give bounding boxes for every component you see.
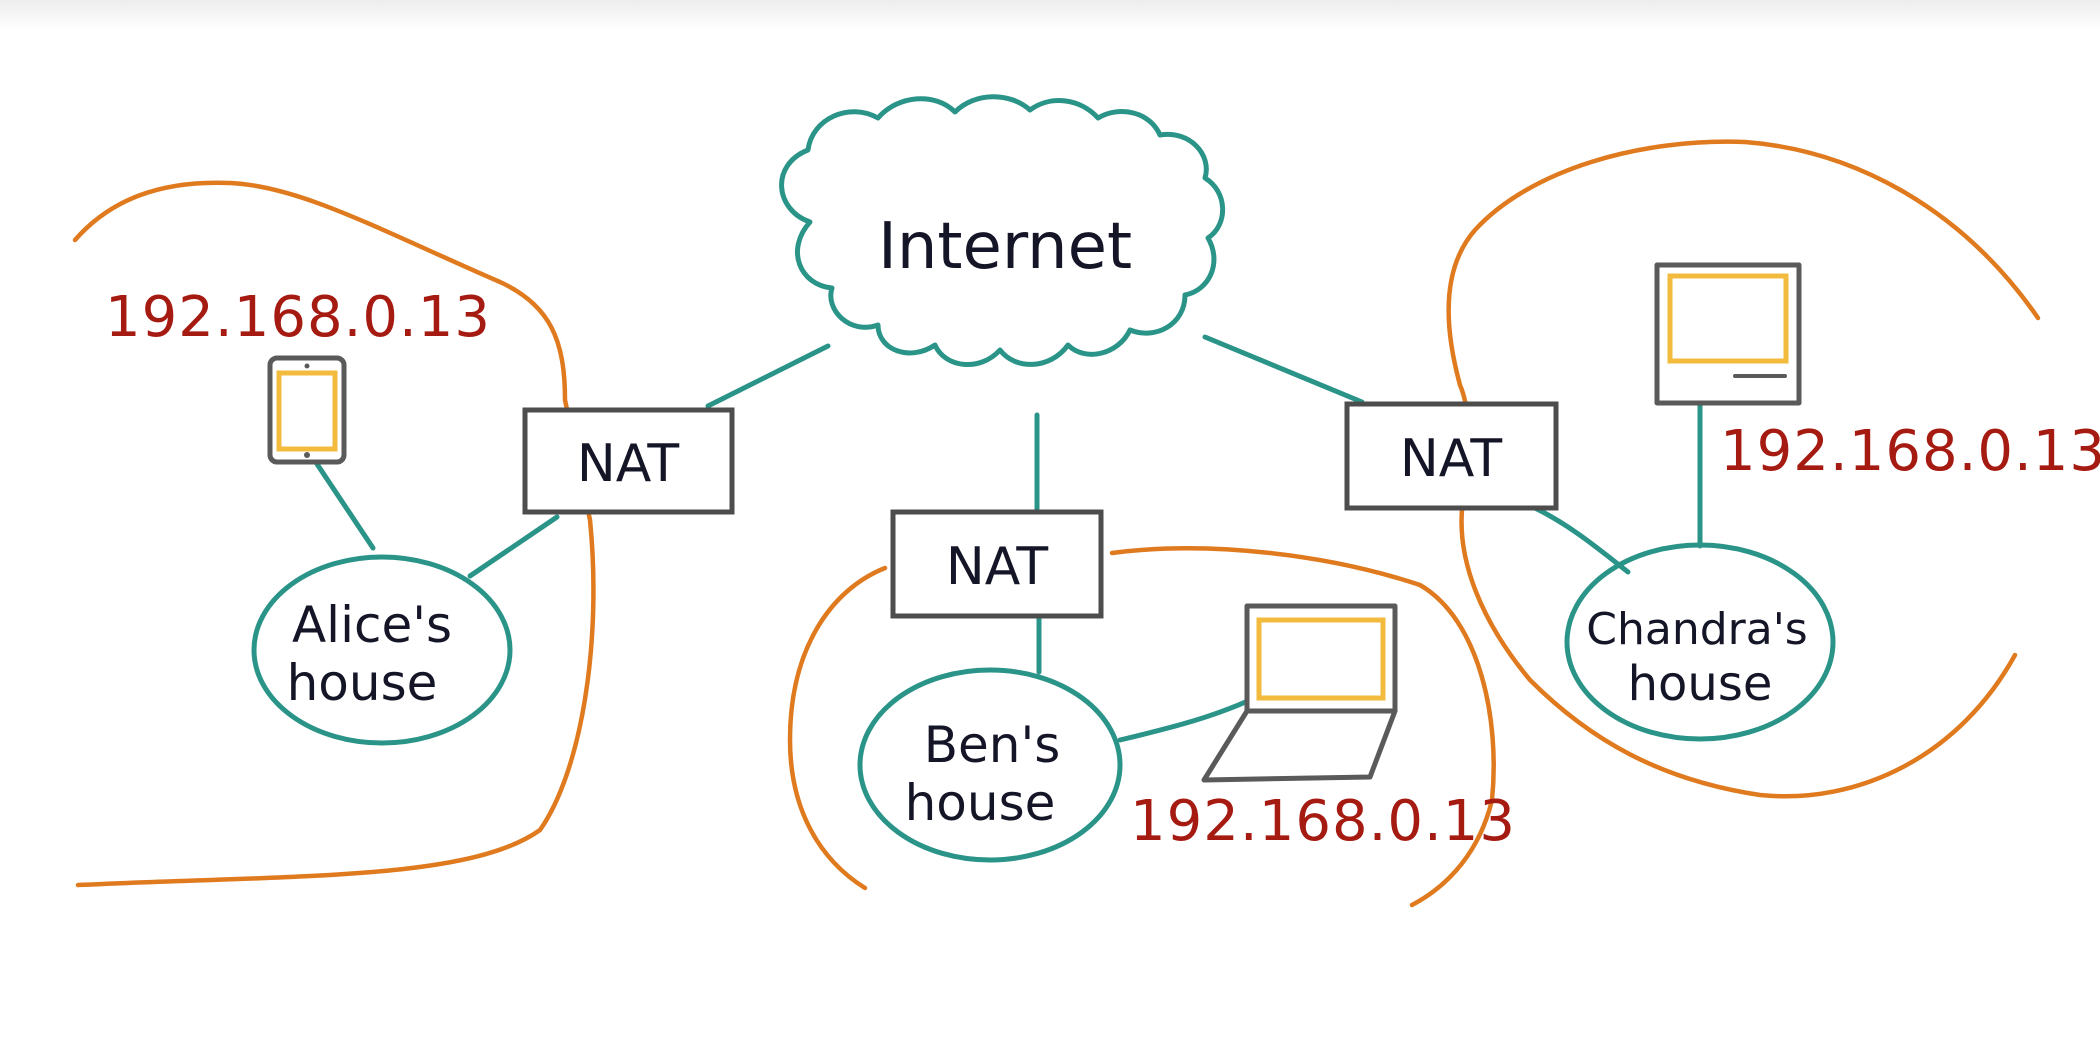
chandra-house-line1: Chandra's xyxy=(1586,604,1807,655)
chandra-house: Chandra's house xyxy=(1564,542,1836,742)
alice-network-boundary xyxy=(72,180,596,888)
nat-box-center: NAT xyxy=(890,509,1104,619)
desktop-icon xyxy=(1654,262,1802,406)
ben-house: Ben's house xyxy=(857,667,1123,863)
nat-box-right: NAT xyxy=(1344,401,1559,511)
nat-label-right: NAT xyxy=(1400,429,1502,489)
nat-label-center: NAT xyxy=(946,537,1048,597)
alice-house-line1: Alice's xyxy=(292,596,452,654)
top-fade-bar xyxy=(0,0,2100,30)
alice-house: Alice's house xyxy=(251,554,513,746)
chandra-house-line2: house xyxy=(1628,656,1773,712)
alice-house-line2: house xyxy=(287,654,438,712)
ben-house-line1: Ben's xyxy=(924,716,1061,774)
ben-network-boundary-right xyxy=(1109,546,1496,908)
ip-address-ben: 192.168.0.13 xyxy=(1130,789,1516,854)
link-nat-chandra xyxy=(1532,505,1631,575)
link-nat-alice xyxy=(467,514,560,579)
internet-label: Internet xyxy=(878,210,1132,284)
ip-address-alice: 192.168.0.13 xyxy=(105,285,491,350)
link-tablet-alice xyxy=(314,461,376,551)
nat-box-left: NAT xyxy=(522,407,735,515)
link-internet-nat-right xyxy=(1202,334,1365,405)
ip-address-chandra: 192.168.0.13 xyxy=(1720,419,2100,484)
link-ben-laptop xyxy=(1117,697,1253,743)
nat-label-left: NAT xyxy=(577,434,679,494)
laptop-icon xyxy=(1201,603,1398,783)
tablet-icon xyxy=(267,355,347,465)
internet-cloud xyxy=(779,94,1226,367)
ben-network-boundary-left xyxy=(787,565,888,891)
link-internet-nat-left xyxy=(705,343,831,409)
ben-house-line2: house xyxy=(905,774,1056,832)
